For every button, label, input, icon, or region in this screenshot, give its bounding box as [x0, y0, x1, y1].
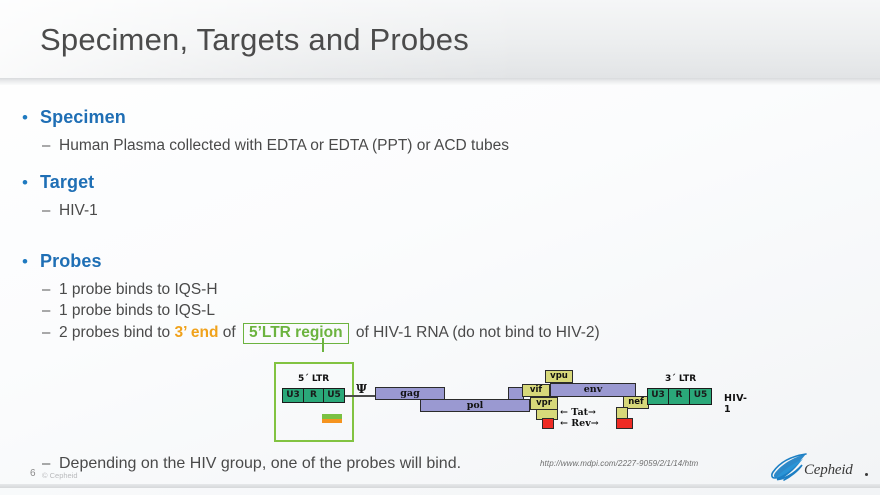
probe-text-part1: 2 probes bind to	[59, 324, 175, 341]
psi-packaging-signal: Ψ	[356, 382, 367, 396]
ltr5-segment-r: R	[303, 388, 324, 403]
tat-label: Tat	[571, 407, 588, 418]
sub-specimen-plasma-text: Human Plasma collected with EDTA or EDTA…	[59, 137, 509, 154]
ltr3-segment-u3: U3	[647, 388, 669, 405]
ltr5-segment-u3: U3	[282, 388, 304, 403]
sub-probe-iqsl-text: 1 probe binds to IQS-L	[59, 302, 215, 319]
probe-binding-marker	[322, 414, 342, 423]
ltr-region-callout: 5’LTR region	[242, 323, 349, 345]
gene-vif: vif	[522, 384, 550, 397]
dash-icon: –	[42, 302, 51, 319]
ltr5-segment-u5: U5	[323, 388, 345, 403]
header-divider	[0, 78, 880, 85]
callout-connector-vertical	[322, 338, 324, 352]
page-number: 6	[30, 468, 36, 479]
bullet-dot-icon: •	[22, 173, 28, 192]
dash-icon: –	[42, 281, 51, 298]
dash-icon: –	[42, 202, 51, 219]
ltr3-label: 3´ LTR	[665, 374, 697, 384]
gene-env: env	[550, 383, 636, 397]
slide-body: • Specimen – Human Plasma collected with…	[0, 85, 880, 472]
sub-probe-iqsl: – 1 probe binds to IQS-L	[42, 302, 215, 320]
closing-statement: – Depending on the HIV group, one of the…	[42, 455, 461, 473]
probe-marker-orange	[322, 418, 342, 423]
closing-statement-text: Depending on the HIV group, one of the p…	[59, 455, 462, 472]
ltr3-segment-r: R	[668, 388, 690, 405]
dash-icon: –	[42, 324, 51, 341]
genome-backbone-left	[345, 395, 375, 397]
copyright-watermark: © Cepheid	[42, 471, 78, 480]
arrow-left-icon: ←	[560, 418, 568, 429]
rev-label: Rev	[571, 418, 591, 429]
sub-target-hiv1-text: HIV-1	[59, 202, 98, 219]
sub-target-hiv1: – HIV-1	[42, 202, 98, 220]
bullet-probes: • Probes	[22, 251, 102, 272]
cepheid-swoosh-icon	[771, 453, 807, 481]
bullet-specimen-label: Specimen	[40, 107, 126, 127]
dash-icon: –	[42, 455, 51, 472]
hiv-genome-diagram: 5´ LTR U3 R U5 Ψ gag pol vif vpr vpu env…	[272, 352, 752, 447]
sub-probe-iqsh-text: 1 probe binds to IQS-H	[59, 281, 218, 298]
bullet-target-label: Target	[40, 172, 95, 192]
cepheid-wordmark: Cepheid	[804, 462, 853, 478]
ltr5-label: 5´ LTR	[298, 374, 330, 384]
gene-vpu: vpu	[545, 370, 573, 383]
header-sheen	[0, 0, 880, 78]
bullet-target: • Target	[22, 172, 94, 193]
probe-text-part2: of	[218, 324, 240, 341]
sub-specimen-plasma: – Human Plasma collected with EDTA or ED…	[42, 137, 509, 155]
rev-splice-label: ← Rev→	[560, 418, 599, 429]
cepheid-wordmark-period	[865, 473, 868, 476]
probe-text-part3: of HIV-1 RNA (do not bind to HIV-2)	[351, 324, 600, 341]
ltr5-highlight-frame	[274, 362, 354, 442]
probe-marker-green	[322, 414, 342, 419]
sub-probe-ltr-text: 2 probes bind to 3’ end of 5’LTR region …	[59, 323, 600, 345]
ltr3-segment-u5: U5	[689, 388, 712, 405]
probe-3end-emphasis: 3’ end	[174, 324, 219, 341]
arrow-left-icon: ←	[560, 407, 568, 418]
cepheid-logo: Cepheid	[770, 452, 870, 486]
source-url[interactable]: http://www.mdpi.com/2227-9059/2/1/14/htm	[540, 459, 699, 468]
sub-probe-ltr: – 2 probes bind to 3’ end of 5’LTR regio…	[42, 323, 600, 345]
tat-splice-label: ← Tat→	[560, 407, 596, 418]
bullet-dot-icon: •	[22, 252, 28, 271]
page-title: Specimen, Targets and Probes	[40, 22, 469, 57]
tat-rev-exon-right-red	[616, 418, 633, 429]
arrow-right-icon: →	[588, 407, 596, 418]
genome-organism-label: HIV-1	[724, 393, 748, 415]
tat-rev-exon-left-red	[542, 418, 554, 429]
bullet-specimen: • Specimen	[22, 107, 126, 128]
gene-gag: gag	[375, 387, 445, 400]
sub-probe-iqsh: – 1 probe binds to IQS-H	[42, 281, 218, 299]
bullet-dot-icon: •	[22, 108, 28, 127]
footer-divider	[0, 484, 880, 488]
gene-pol: pol	[420, 399, 530, 412]
bullet-probes-label: Probes	[40, 251, 102, 271]
arrow-right-icon: →	[590, 418, 599, 429]
dash-icon: –	[42, 137, 51, 154]
